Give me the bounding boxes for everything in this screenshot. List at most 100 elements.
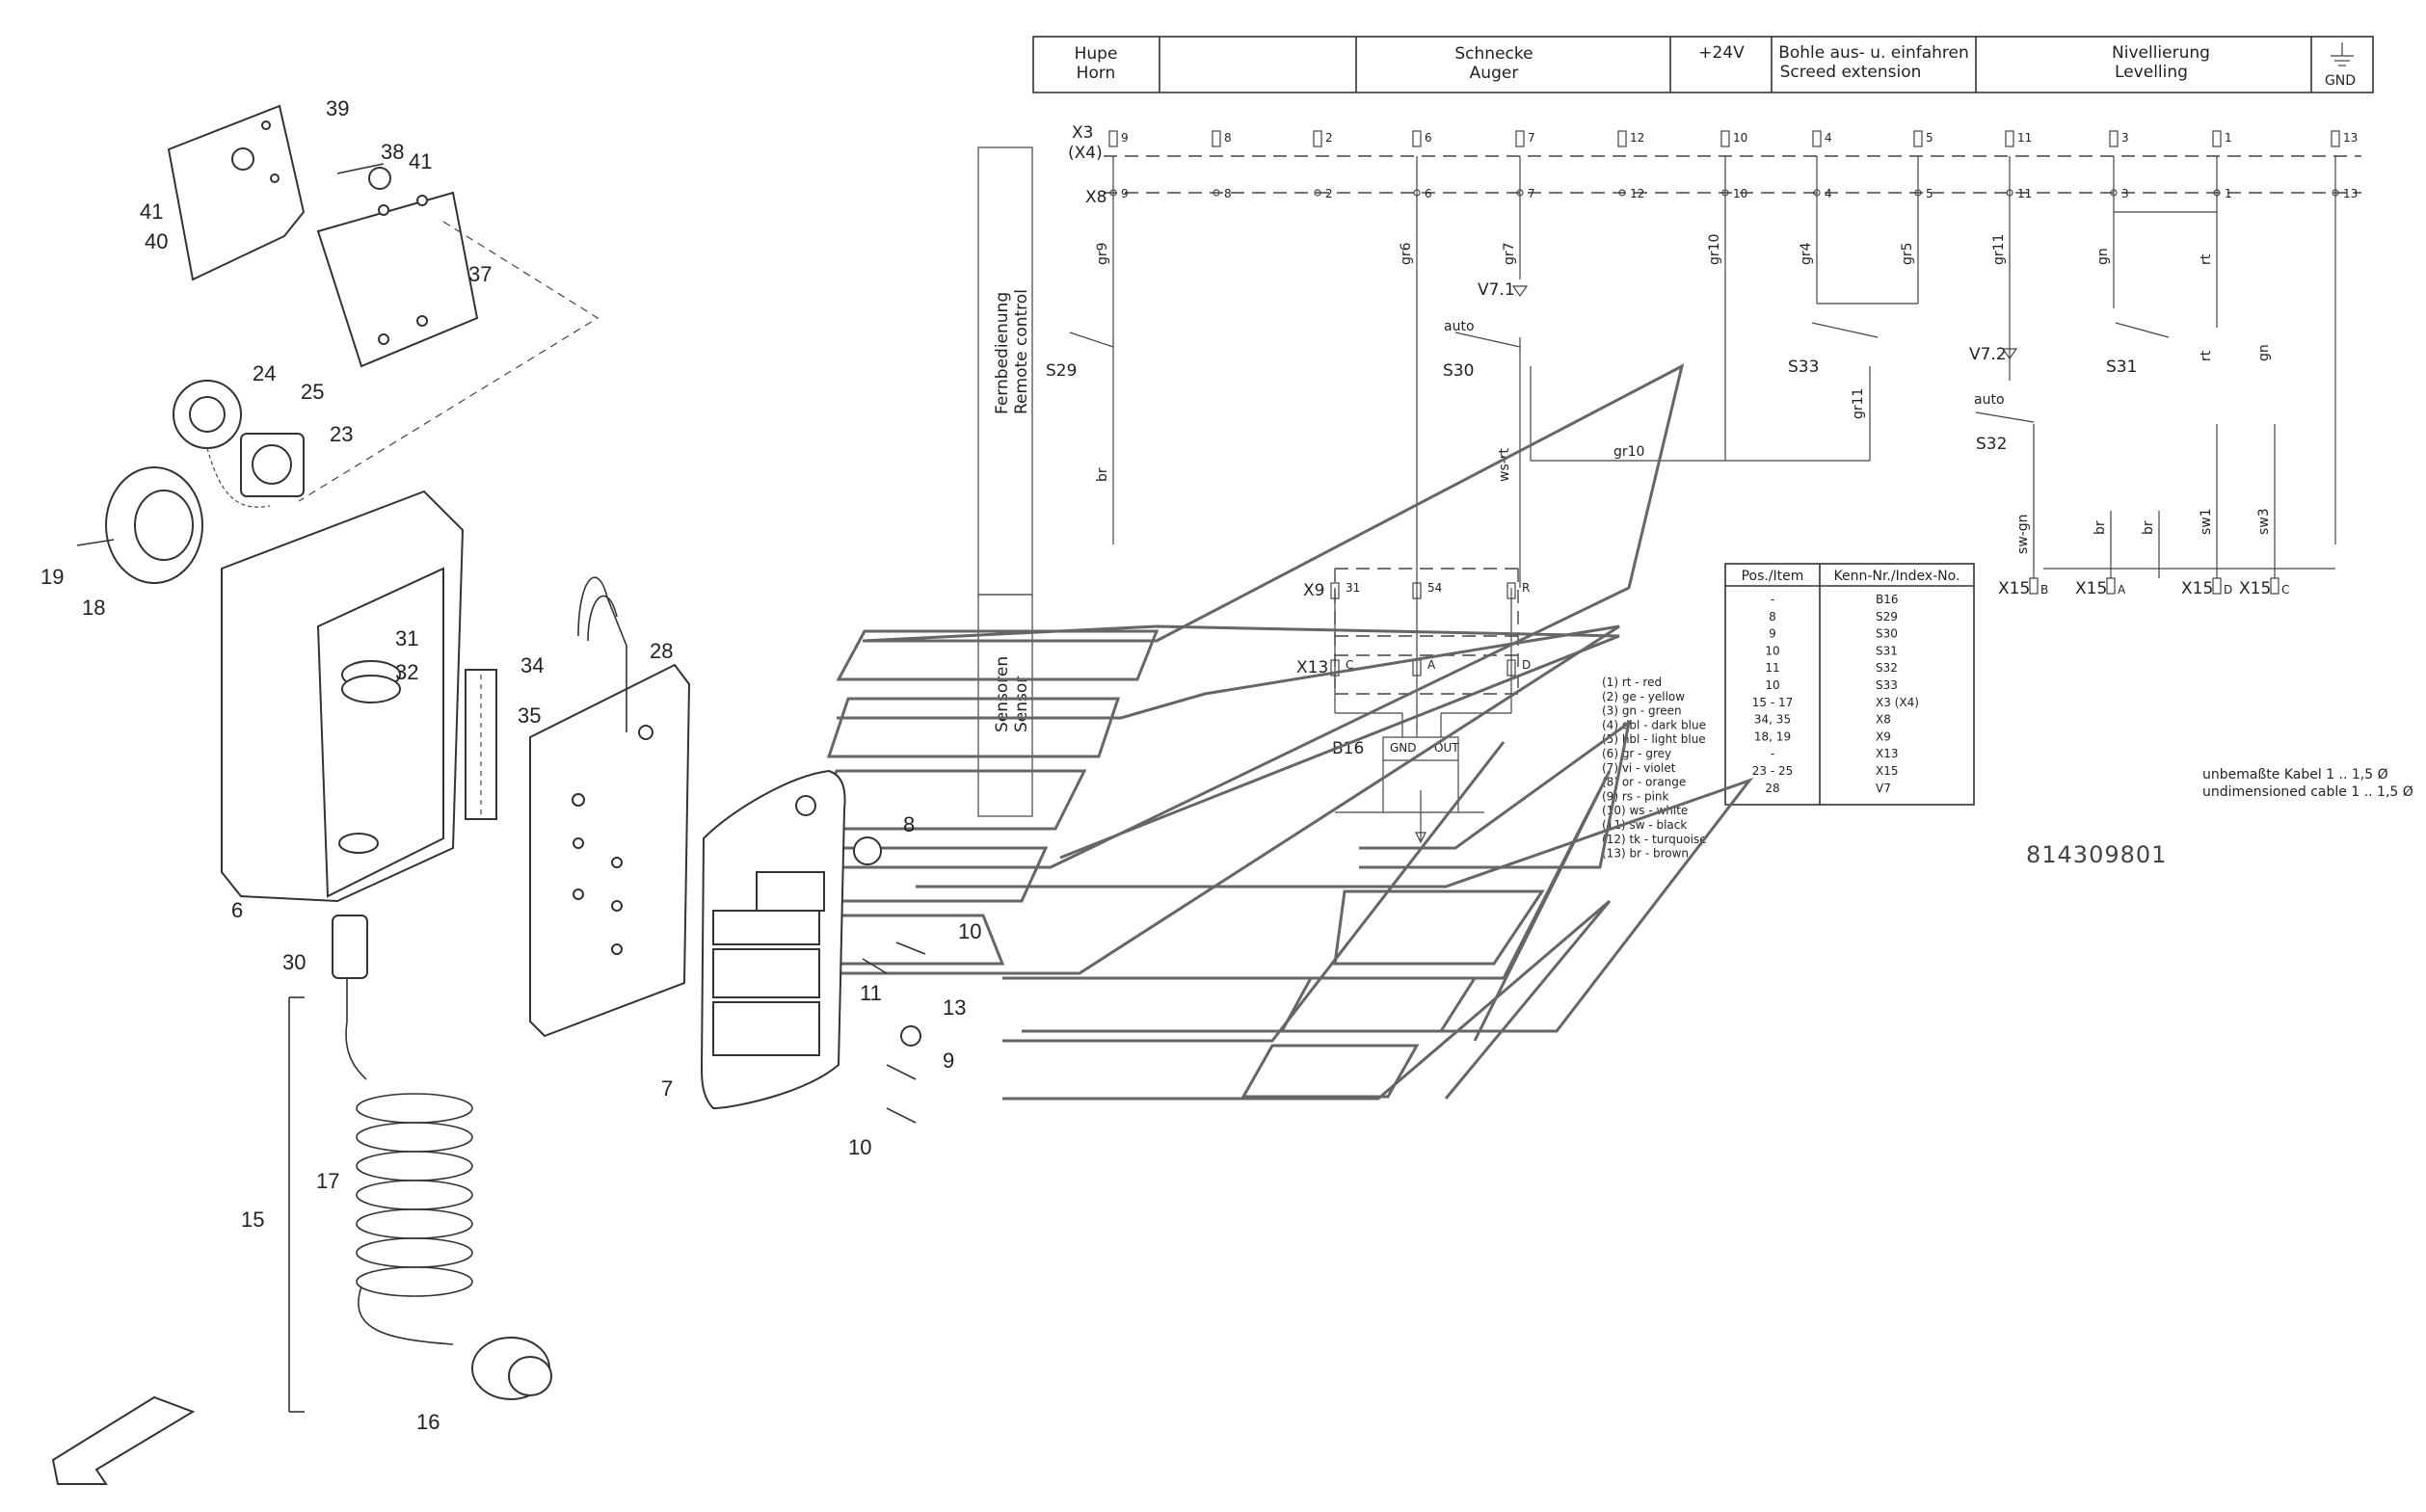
x3-pin-box: [1515, 130, 1525, 147]
cable-note-en: undimensioned cable 1 .. 1,5 Ø: [2202, 784, 2413, 800]
switch-s32: S32: [1976, 435, 2007, 454]
parts-index: X15: [1876, 764, 1899, 778]
x3-pin-box: [1617, 130, 1627, 147]
b16-gnd: GND: [1390, 741, 1417, 755]
legend-entry: (2) ge - yellow: [1602, 690, 1685, 703]
parts-index: V7: [1876, 782, 1891, 795]
label-x13: X13: [1296, 658, 1328, 677]
parts-pos: -: [1771, 593, 1774, 606]
x3-pin-label: 5: [1926, 131, 1933, 145]
x15-label: X15: [2181, 579, 2213, 598]
parts-pos: 15 - 17: [1752, 696, 1794, 709]
x3-pin-box: [2109, 130, 2119, 147]
legend-entry: (13) br - brown: [1602, 847, 1689, 861]
sensor-b16: B16 GND OUT: [1332, 736, 1484, 844]
parts-index: B16: [1876, 593, 1899, 606]
callout-6: 6: [231, 898, 243, 922]
parts-index: S29: [1876, 610, 1898, 623]
wire-rt: rt: [2199, 253, 2214, 265]
x8-pin-label: 11: [2017, 187, 2032, 200]
part-callouts: 39 38 41 41 40 37 24 25 23 19 18 31 32 3…: [40, 96, 981, 1434]
x8-pin-label: 5: [1926, 187, 1933, 200]
legend-entry: (11) sw - black: [1602, 818, 1687, 832]
x8-pin-label: 9: [1121, 187, 1129, 200]
x15-pin-label: D: [2224, 583, 2232, 597]
parts-index: S33: [1876, 678, 1898, 692]
x3-pin-box: [2212, 130, 2222, 147]
x15-pin-label: B: [2040, 583, 2048, 597]
label-x4: (X4): [1068, 144, 1103, 163]
x3-pin-label: 6: [1425, 131, 1432, 145]
x3-pin-box: [2005, 130, 2014, 147]
vertical-wires: [1112, 156, 2336, 737]
x13-pin-d: D: [1522, 658, 1531, 672]
diode-v71-icon: [1511, 285, 1529, 298]
header-table: Hupe Horn Schnecke Auger +24V Bohle aus-…: [1032, 36, 2374, 93]
x13-pin-a: A: [1427, 658, 1436, 672]
x3-pin-label: 7: [1528, 131, 1535, 145]
b16-out: OUT: [1434, 741, 1459, 755]
wire-gr4: gr4: [1799, 242, 1814, 265]
header-gnd: GND: [2325, 73, 2356, 89]
x8-pin-label: 12: [1630, 187, 1644, 200]
x15-pin-box: [2270, 577, 2279, 595]
callout-41-left: 41: [140, 199, 163, 224]
x8-pin-label: 2: [1325, 187, 1333, 200]
switch-s29: S29: [1046, 361, 1077, 381]
wire-gr9: gr9: [1095, 242, 1110, 265]
wire-br: br: [1095, 467, 1110, 482]
header-levelling-de: Nivellierung: [2112, 43, 2210, 63]
callout-8: 8: [903, 812, 915, 836]
callout-11: 11: [860, 981, 882, 1005]
legend-entry: (6) gr - grey: [1602, 747, 1671, 760]
switch-s33: S33: [1788, 358, 1819, 377]
x9-pin-54: 54: [1427, 581, 1442, 595]
label-remote-de: Fernbedienung: [993, 292, 1012, 414]
callout-9: 9: [943, 1048, 954, 1073]
x3-pin-label: 12: [1630, 131, 1644, 145]
x15-pin-label: C: [2281, 583, 2289, 597]
callout-10-bottom: 10: [848, 1135, 871, 1159]
x3-pin-box: [1412, 130, 1422, 147]
parts-index: S30: [1876, 627, 1898, 641]
x3-pin-label: 3: [2121, 131, 2129, 145]
x15-pin-label: A: [2118, 583, 2126, 597]
callout-38: 38: [381, 140, 404, 164]
x3-pin-label: 1: [2225, 131, 2232, 145]
x3-pin-label: 8: [1224, 131, 1232, 145]
header-auger-de: Schnecke: [1454, 44, 1533, 64]
wire-gr10-horizontal: gr10: [1613, 444, 1644, 460]
parts-index: S32: [1876, 661, 1898, 675]
parts-pos: 23 - 25: [1752, 764, 1794, 778]
header-screed-en: Screed extension: [1780, 63, 1922, 82]
exploded-assembly: [51, 104, 926, 1485]
direction-arrow-icon: [51, 1395, 196, 1485]
parts-header-index: Kenn-Nr./Index-No.: [1834, 569, 1960, 584]
x8-pin-dot: [1213, 189, 1220, 197]
wire-gr7: gr7: [1502, 242, 1517, 265]
cover-plate: [529, 663, 691, 1038]
legend-entry: (3) gn - green: [1602, 704, 1682, 718]
wire-sw1: sw1: [2199, 508, 2214, 535]
header-horn-de: Hupe: [1075, 44, 1118, 64]
wire-gr10: gr10: [1707, 234, 1722, 265]
parts-pos: -: [1771, 747, 1774, 760]
x3-pin-label: 4: [1825, 131, 1832, 145]
plug-30: [332, 915, 368, 979]
switch-s30-auto: auto: [1444, 319, 1475, 334]
x8-pin-label: 13: [2343, 187, 2358, 200]
header-24v: +24V: [1698, 43, 1745, 63]
x3-pin-box: [2331, 130, 2340, 147]
wire-br-c: br: [2141, 520, 2156, 535]
label-sensor-en: Sensor: [1012, 676, 1031, 732]
callout-31: 31: [395, 626, 418, 650]
parts-header-pos: Pos./Item: [1742, 569, 1804, 584]
parts-index: X13: [1876, 747, 1899, 760]
parts-pos: 9: [1769, 627, 1776, 641]
x8-pin-label: 7: [1528, 187, 1535, 200]
callout-13: 13: [943, 995, 966, 1020]
parts-pos: 18, 19: [1754, 729, 1791, 743]
x15-pin-box: [2106, 577, 2116, 595]
parts-pos: 34, 35: [1754, 713, 1791, 727]
callout-10-top: 10: [958, 919, 981, 943]
